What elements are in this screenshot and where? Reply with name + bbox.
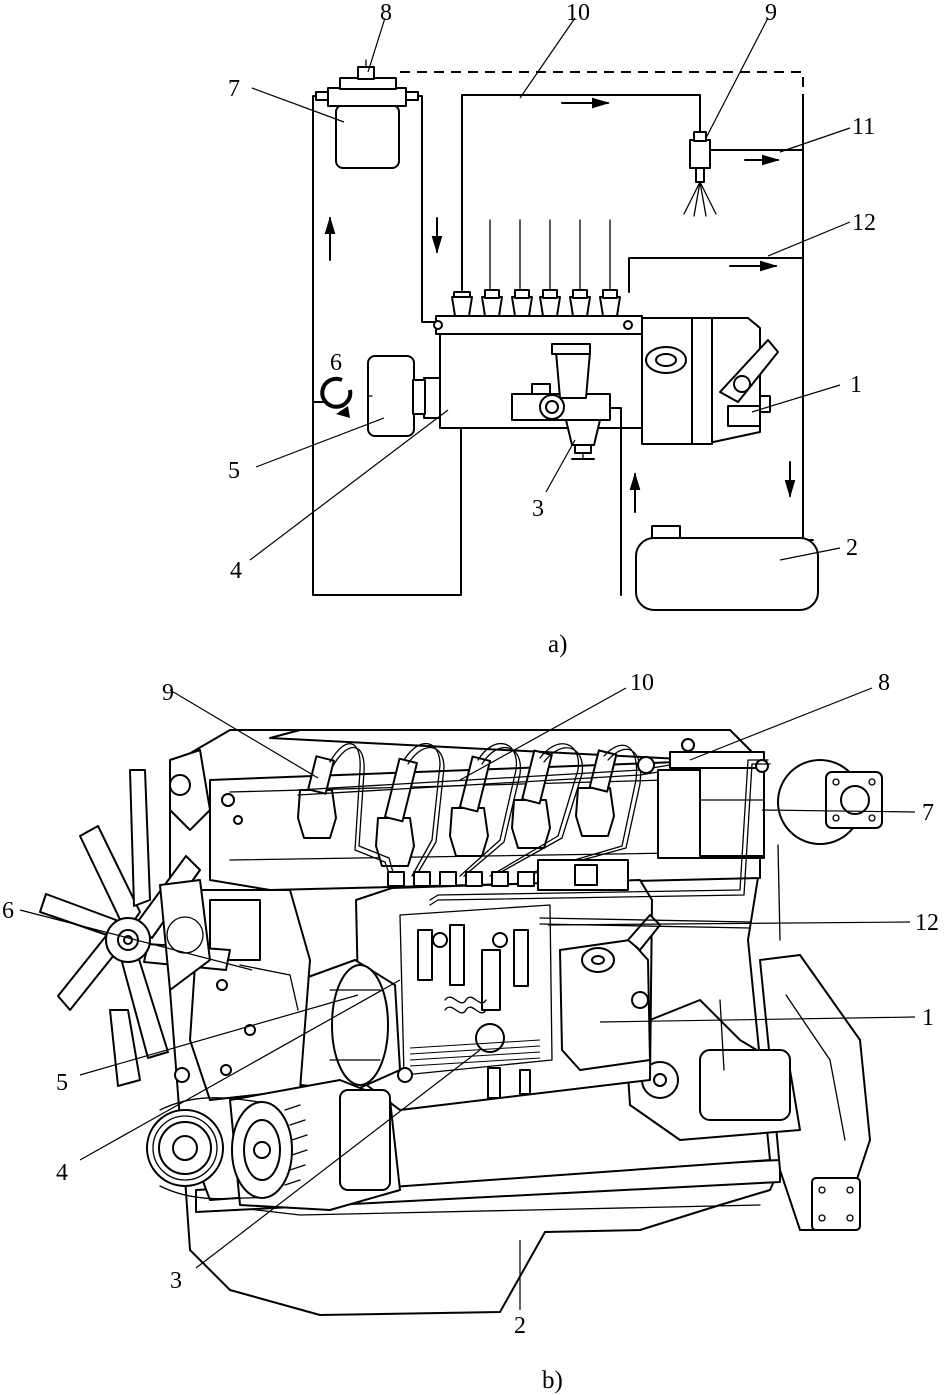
label-a-5: 5 xyxy=(228,458,240,484)
label-b-5: 5 xyxy=(56,1070,68,1096)
alternator xyxy=(159,1067,413,1211)
label-a-2: 2 xyxy=(846,535,858,561)
label-b-2: 2 xyxy=(514,1313,526,1339)
label-a-1: 1 xyxy=(850,372,862,398)
turbo-flange xyxy=(777,759,883,941)
label-b-9: 9 xyxy=(162,680,174,706)
overflow-line xyxy=(628,257,804,293)
label-b-3: 3 xyxy=(170,1268,182,1294)
label-a-6: 6 xyxy=(330,350,342,376)
drive-coupling xyxy=(312,355,426,437)
engine-illustration: 1 2 3 4 5 6 7 8 9 10 12 b) xyxy=(2,670,939,1394)
label-a-10: 10 xyxy=(566,0,590,26)
label-b-4: 4 xyxy=(56,1160,68,1186)
label-b-7: 7 xyxy=(922,800,934,826)
label-a-8: 8 xyxy=(380,0,392,26)
label-a-4: 4 xyxy=(230,558,242,584)
cooling-fan xyxy=(39,769,231,1087)
fuel-filter xyxy=(315,59,419,169)
label-b-6: 6 xyxy=(2,898,14,924)
return-line-right xyxy=(802,99,814,541)
leader-lines-b xyxy=(19,687,916,1310)
label-a-12: 12 xyxy=(852,210,876,236)
delivery-valve-pipes xyxy=(489,219,611,293)
label-b-1: 1 xyxy=(922,1005,934,1031)
label-b-10: 10 xyxy=(630,670,654,696)
schematic-diagram: 1 2 3 4 5 6 7 8 9 10 11 12 a) xyxy=(228,0,876,658)
tank-supply-line xyxy=(609,407,622,596)
engine-coupling xyxy=(299,959,401,1091)
engine-injection-pump xyxy=(355,759,771,1111)
label-b-12: 12 xyxy=(915,910,939,936)
caption-a: a) xyxy=(548,631,567,658)
crank-pulley xyxy=(146,1109,224,1187)
starter-motor xyxy=(624,999,801,1141)
caption-b: b) xyxy=(542,1367,563,1394)
label-a-7: 7 xyxy=(228,76,240,102)
high-pressure-line xyxy=(461,94,701,291)
pump-cutaway xyxy=(399,904,553,1099)
leader-lines-a xyxy=(249,17,851,561)
delivery-valve-holders xyxy=(451,289,621,317)
injectors-row xyxy=(297,738,701,877)
label-b-8: 8 xyxy=(878,670,890,696)
filter-to-pump-line xyxy=(417,95,437,323)
injection-pump xyxy=(423,289,779,460)
injector xyxy=(683,131,804,217)
label-a-9: 9 xyxy=(765,0,777,26)
fuel-tank xyxy=(635,525,819,611)
label-a-11: 11 xyxy=(852,114,875,140)
label-a-3: 3 xyxy=(532,496,544,522)
